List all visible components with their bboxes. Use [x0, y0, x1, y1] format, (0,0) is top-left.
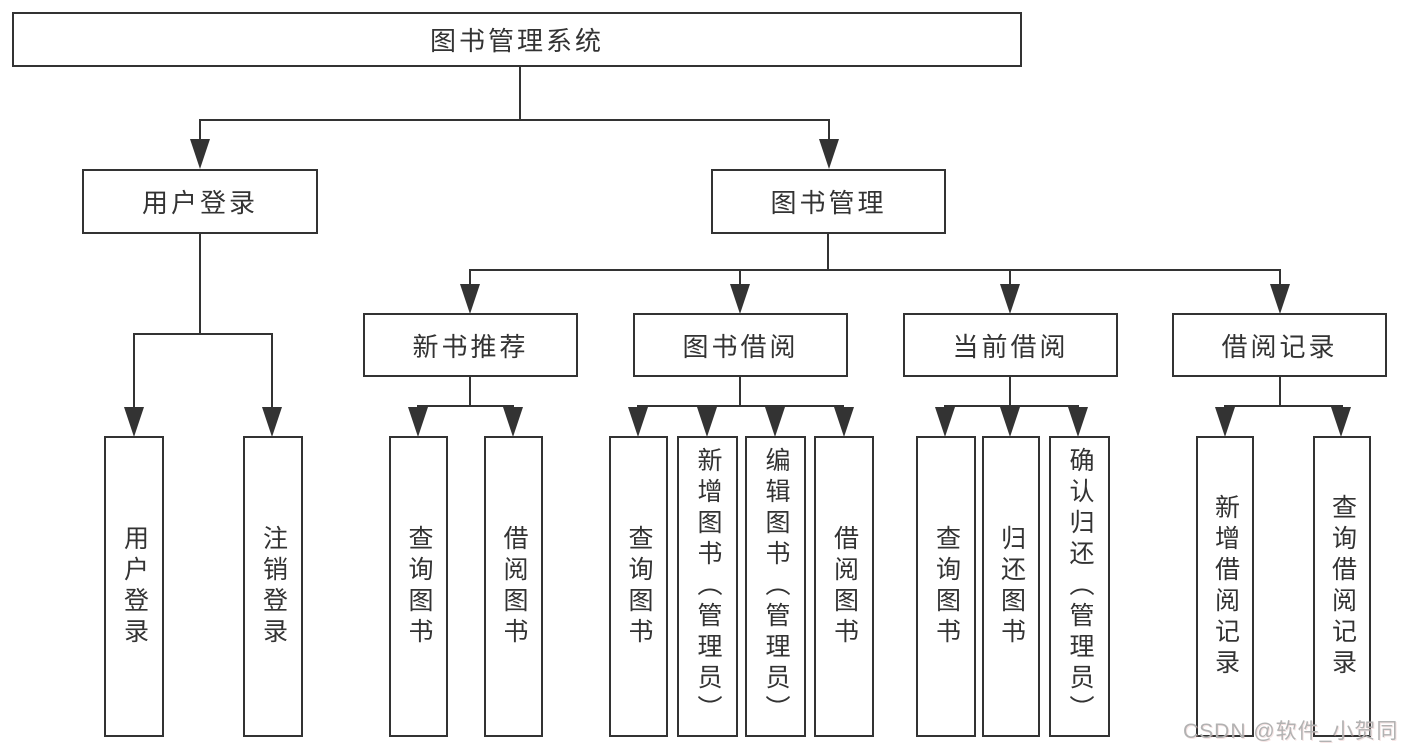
leaf-edit-books-admin: 编辑图书（管理员） [745, 436, 806, 737]
connector-line [1279, 377, 1281, 407]
arrow-down-icon [819, 139, 839, 169]
arrow-down-icon [628, 407, 648, 437]
node-borrowing-records: 借阅记录 [1172, 313, 1387, 377]
leaf-query-books-current-label: 查询图书 [932, 524, 961, 649]
connector-line [1009, 269, 1011, 286]
node-user-login-label: 用户登录 [141, 188, 258, 218]
leaf-confirm-return-admin-label: 确认归还（管理员） [1066, 447, 1094, 726]
connector-line [739, 377, 741, 407]
connector-line [133, 333, 135, 408]
arrow-down-icon [730, 284, 750, 314]
leaf-borrow-books-recommend-label: 借阅图书 [500, 524, 528, 649]
connector-line [519, 66, 521, 120]
connector-line [199, 119, 830, 121]
leaf-borrow-books-recommend: 借阅图书 [484, 436, 543, 737]
connector-line [1009, 377, 1011, 407]
arrow-down-icon [124, 407, 144, 437]
arrow-down-icon [190, 139, 210, 169]
leaf-return-books: 归还图书 [982, 436, 1040, 737]
leaf-logout-label: 注销登录 [259, 524, 288, 649]
connector-line [1224, 405, 1343, 407]
leaf-query-books-borrowing-label: 查询图书 [625, 524, 653, 649]
node-borrowing-records-label: 借阅记录 [1221, 331, 1338, 362]
leaf-add-borrow-record-label: 新增借阅记录 [1211, 493, 1240, 680]
leaf-borrow-books-borrowing-label: 借阅图书 [830, 524, 859, 649]
arrow-down-icon [460, 284, 480, 314]
node-library-system: 图书管理系统 [12, 12, 1022, 67]
leaf-confirm-return-admin: 确认归还（管理员） [1049, 436, 1110, 737]
connector-line [469, 377, 471, 407]
leaf-logout: 注销登录 [243, 436, 303, 737]
node-new-book-recommend-label: 新书推荐 [412, 331, 529, 362]
leaf-edit-books-admin-label: 编辑图书（管理员） [762, 447, 790, 726]
node-new-book-recommend: 新书推荐 [363, 313, 578, 377]
leaf-query-books-borrowing: 查询图书 [609, 436, 668, 737]
arrow-down-icon [408, 407, 428, 437]
arrow-down-icon [262, 407, 282, 437]
leaf-user-login: 用户登录 [104, 436, 164, 737]
arrow-down-icon [935, 407, 955, 437]
connector-line [469, 269, 1280, 271]
connector-line [827, 234, 829, 270]
connector-line [637, 405, 844, 407]
connector-line [271, 333, 273, 408]
arrow-down-icon [1331, 407, 1351, 437]
node-book-management: 图书管理 [711, 169, 946, 234]
node-book-borrowing-label: 图书借阅 [682, 331, 799, 362]
leaf-add-books-admin: 新增图书（管理员） [677, 436, 738, 737]
node-book-management-label: 图书管理 [770, 188, 887, 218]
arrow-down-icon [503, 407, 523, 437]
leaf-add-books-admin-label: 新增图书（管理员） [694, 447, 722, 726]
leaf-borrow-books-borrowing: 借阅图书 [814, 436, 874, 737]
leaf-return-books-label: 归还图书 [997, 524, 1026, 649]
node-book-borrowing: 图书借阅 [633, 313, 848, 377]
connector-line [944, 405, 1079, 407]
connector-line [417, 405, 514, 407]
node-current-borrowing: 当前借阅 [903, 313, 1118, 377]
arrow-down-icon [697, 407, 717, 437]
watermark: CSDN @软件_小贺同学 [1183, 720, 1399, 743]
node-library-system-label: 图书管理系统 [429, 26, 604, 56]
connector-line [1279, 269, 1281, 286]
arrow-down-icon [1000, 284, 1020, 314]
leaf-query-borrow-record-label: 查询借阅记录 [1328, 493, 1357, 680]
arrow-down-icon [1068, 407, 1088, 437]
node-current-borrowing-label: 当前借阅 [952, 331, 1069, 362]
connector-line [828, 119, 830, 141]
leaf-add-borrow-record: 新增借阅记录 [1196, 436, 1254, 737]
arrow-down-icon [1215, 407, 1235, 437]
arrow-down-icon [1000, 407, 1020, 437]
node-user-login: 用户登录 [82, 169, 318, 234]
leaf-query-books-recommend-label: 查询图书 [405, 524, 433, 649]
arrow-down-icon [765, 407, 785, 437]
connector-line [469, 269, 471, 286]
leaf-query-books-recommend: 查询图书 [389, 436, 448, 737]
arrow-down-icon [1270, 284, 1290, 314]
connector-line [199, 119, 201, 141]
connector-line [199, 234, 201, 334]
connector-line [739, 269, 741, 286]
arrow-down-icon [834, 407, 854, 437]
leaf-query-borrow-record: 查询借阅记录 [1313, 436, 1371, 737]
leaf-user-login-label: 用户登录 [120, 524, 149, 649]
leaf-query-books-current: 查询图书 [916, 436, 976, 737]
connector-line [133, 333, 273, 335]
